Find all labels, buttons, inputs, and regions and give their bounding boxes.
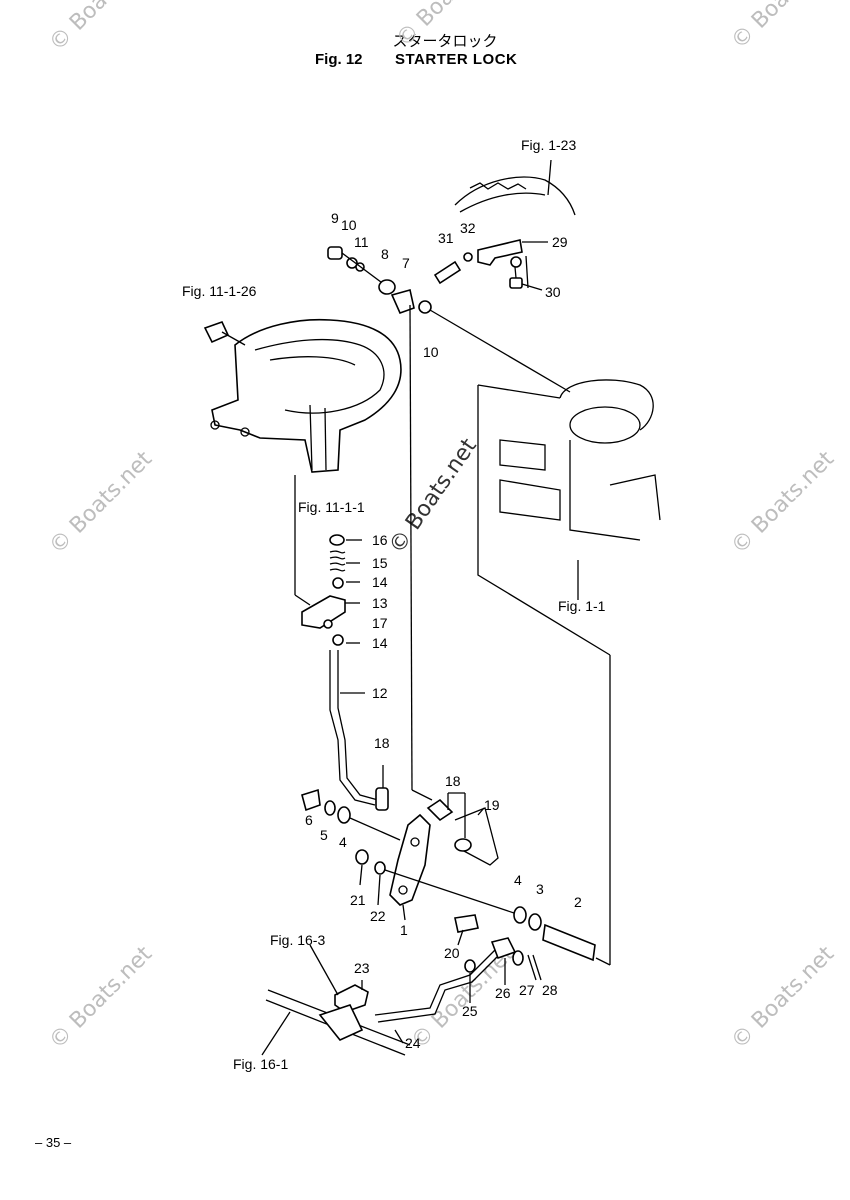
- ref-fig-16-1: Fig. 16-1: [233, 1056, 288, 1072]
- callout-part-16: 16: [372, 532, 388, 548]
- callout-part-8: 8: [381, 246, 389, 262]
- callout-part-18-left: 18: [374, 735, 390, 751]
- callout-part-4-left: 4: [339, 834, 347, 850]
- parts-right-shaft: [513, 655, 611, 966]
- callout-part-1: 1: [400, 922, 408, 938]
- watermark-top-left: © Boats.net: [45, 0, 158, 56]
- ref-fig-1-23: Fig. 1-23: [521, 137, 576, 153]
- callout-part-29: 29: [552, 234, 568, 250]
- parts-top-right: [433, 239, 529, 289]
- parts-lower-mid: [301, 787, 499, 866]
- callout-part-17: 17: [372, 615, 388, 631]
- parts-20-26-27-28: [454, 914, 542, 981]
- ref-fig-11-1-26: Fig. 11-1-26: [182, 283, 257, 299]
- parts-center-stack: [294, 475, 346, 646]
- watermark-bottom-left: © Boats.net: [45, 941, 158, 1054]
- watermark-bottom-right: © Boats.net: [727, 941, 840, 1054]
- callout-part-4-right: 4: [514, 872, 522, 888]
- callout-part-31: 31: [438, 230, 454, 246]
- callout-part-32: 32: [460, 220, 476, 236]
- watermark-top-right: © Boats.net: [727, 0, 840, 54]
- lever-1: [389, 813, 431, 906]
- watermark-mid-left: © Boats.net: [45, 446, 158, 559]
- callout-part-22: 22: [370, 908, 386, 924]
- callout-part-10-lower: 10: [423, 344, 439, 360]
- callout-part-23: 23: [354, 960, 370, 976]
- callout-part-26: 26: [495, 985, 511, 1001]
- callout-part-6: 6: [305, 812, 313, 828]
- callout-part-5: 5: [320, 827, 328, 843]
- rod-12: [329, 650, 379, 806]
- figure-title: STARTER LOCK: [395, 51, 518, 68]
- callout-part-7: 7: [402, 255, 410, 271]
- callout-part-9: 9: [331, 210, 339, 226]
- callout-part-27: 27: [519, 982, 535, 998]
- callout-part-25: 25: [462, 1003, 478, 1019]
- callout-part-30: 30: [545, 284, 561, 300]
- watermark-center: © Boats.net: [384, 434, 482, 559]
- callout-part-13: 13: [372, 595, 388, 611]
- page-number: – 35 –: [35, 1135, 72, 1150]
- parts-21-22: [355, 849, 521, 916]
- ref-fig-1-1: Fig. 1-1: [558, 598, 606, 614]
- ref-fig-16-3: Fig. 16-3: [270, 932, 325, 948]
- callout-part-14-upper: 14: [372, 574, 388, 590]
- callout-part-12: 12: [372, 685, 388, 701]
- shaft-fig-16-1: [261, 989, 411, 1056]
- leader-lines: [309, 241, 548, 1044]
- title-japanese: スタータロック: [392, 32, 498, 50]
- watermark-mid-right: © Boats.net: [727, 446, 840, 559]
- callout-part-11: 11: [354, 234, 369, 250]
- callout-part-18-right: 18: [445, 773, 461, 789]
- callout-part-24: 24: [405, 1035, 421, 1051]
- housing-fig-1-23: [454, 159, 576, 216]
- rod-24: [334, 949, 498, 1023]
- callout-part-28: 28: [542, 982, 558, 998]
- callout-part-14-lower: 14: [372, 635, 388, 651]
- callout-part-21: 21: [350, 892, 366, 908]
- engine-block-fig-1-1: [477, 379, 661, 656]
- callout-part-3: 3: [536, 881, 544, 897]
- figure-number: Fig. 12: [315, 51, 363, 68]
- ref-fig-11-1-1: Fig. 11-1-1: [298, 499, 365, 515]
- callout-part-15: 15: [372, 555, 388, 571]
- parts-top-left: [327, 246, 571, 801]
- watermark-top-mid: © Boats.net: [392, 0, 505, 52]
- watermarks: © Boats.net © Boats.net © Boats.net © Bo…: [45, 0, 840, 1054]
- callout-part-10-top: 10: [341, 217, 357, 233]
- callout-part-20: 20: [444, 945, 460, 961]
- callout-part-19: 19: [484, 797, 500, 813]
- callout-part-2: 2: [574, 894, 582, 910]
- bracket-fig-11-1-1: [203, 318, 402, 473]
- part-callouts: 9 10 11 8 7 31 32 29 30 10 16 15 14 13 1…: [305, 210, 582, 1051]
